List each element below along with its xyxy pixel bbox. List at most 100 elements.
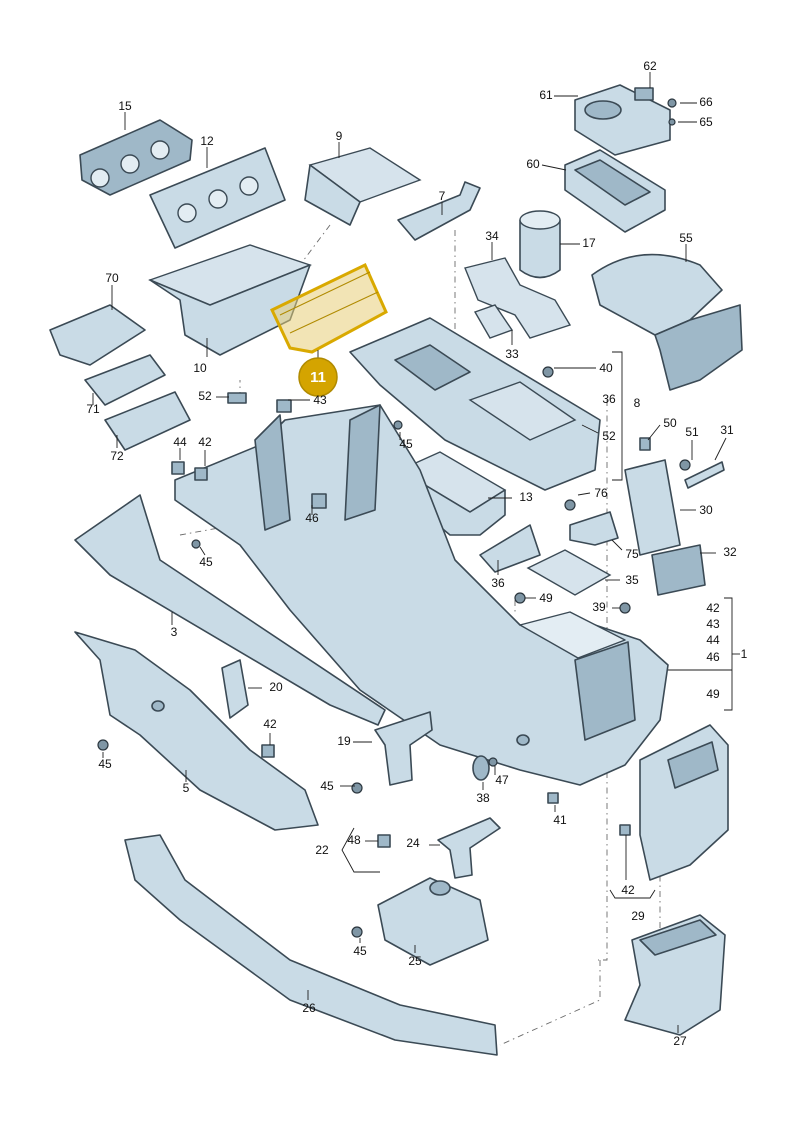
part-29-rear-vent-panel — [639, 724, 729, 881]
callout-11-label: 11 — [310, 369, 326, 386]
part-label-17[interactable]: 17 — [582, 236, 596, 250]
part-label-42[interactable]: 42 — [263, 717, 277, 731]
part-9-insert-mat — [304, 147, 422, 226]
part-15-climate-control — [79, 119, 193, 196]
part-label-45[interactable]: 45 — [320, 779, 334, 793]
part-label-8[interactable]: 8 — [634, 396, 641, 410]
part-label-71[interactable]: 71 — [86, 402, 100, 416]
part-75-bracket — [569, 511, 619, 546]
part-label-20[interactable]: 20 — [269, 680, 283, 694]
part-label-9[interactable]: 9 — [336, 129, 343, 143]
leader-lines — [92, 72, 740, 1033]
part-label-50[interactable]: 50 — [663, 416, 677, 430]
part-label-52[interactable]: 52 — [198, 389, 212, 403]
part-17-cup-insert — [519, 210, 561, 279]
part-label-38[interactable]: 38 — [476, 791, 490, 805]
part-label-30[interactable]: 30 — [699, 503, 713, 517]
part-label-45[interactable]: 45 — [353, 944, 367, 958]
part-55-armrest — [591, 253, 743, 391]
part-label-46[interactable]: 46 — [706, 650, 720, 664]
part-34-mat — [464, 257, 572, 339]
part-label-44[interactable]: 44 — [173, 435, 187, 449]
part-label-39[interactable]: 39 — [592, 600, 606, 614]
part-10-storage-box — [148, 244, 313, 356]
part-label-15[interactable]: 15 — [118, 99, 132, 113]
part-60-storage-tray — [564, 149, 666, 233]
part-label-31[interactable]: 31 — [720, 423, 734, 437]
part-label-27[interactable]: 27 — [673, 1034, 687, 1048]
part-label-25[interactable]: 25 — [408, 954, 422, 968]
part-label-35[interactable]: 35 — [625, 573, 639, 587]
part-label-34[interactable]: 34 — [485, 229, 499, 243]
part-label-66[interactable]: 66 — [699, 95, 713, 109]
callout-11-badge[interactable] — [298, 357, 338, 397]
part-label-70[interactable]: 70 — [105, 271, 119, 285]
part-label-32[interactable]: 32 — [723, 545, 737, 559]
part-label-42[interactable]: 42 — [198, 435, 212, 449]
part-label-5[interactable]: 5 — [183, 781, 190, 795]
part-11-highlighted-mat[interactable] — [270, 262, 388, 354]
part-61-cup-holder — [574, 84, 677, 156]
part-label-60[interactable]: 60 — [526, 157, 540, 171]
part-label-55[interactable]: 55 — [679, 231, 693, 245]
part-19-bracket — [374, 711, 433, 786]
part-20-bracket — [221, 659, 249, 719]
part-label-40[interactable]: 40 — [599, 361, 613, 375]
part-12-trim-panel — [149, 147, 286, 249]
part-label-42[interactable]: 42 — [706, 601, 720, 615]
part-35-mat — [526, 549, 612, 596]
part-label-3[interactable]: 3 — [171, 625, 178, 639]
part-7-handle — [397, 181, 481, 241]
part-label-44[interactable]: 44 — [706, 633, 720, 647]
part-label-75[interactable]: 75 — [625, 547, 639, 561]
part-5-side-panel — [74, 631, 319, 831]
part-label-46[interactable]: 46 — [305, 511, 319, 525]
part-3-side-trim — [74, 494, 386, 726]
part-label-7[interactable]: 7 — [439, 189, 446, 203]
part-label-49[interactable]: 49 — [539, 591, 553, 605]
part-label-62[interactable]: 62 — [643, 59, 657, 73]
part-25-shifter-base — [377, 877, 489, 966]
part-label-36[interactable]: 36 — [602, 392, 616, 406]
part-label-33[interactable]: 33 — [505, 347, 519, 361]
part-label-10[interactable]: 10 — [193, 361, 207, 375]
part-label-42[interactable]: 42 — [621, 883, 635, 897]
part-label-36[interactable]: 36 — [491, 576, 505, 590]
part-label-29[interactable]: 29 — [631, 909, 645, 923]
part-label-13[interactable]: 13 — [519, 490, 533, 504]
part-label-24[interactable]: 24 — [406, 836, 420, 850]
part-24-bracket — [437, 817, 501, 879]
part-32-insert — [651, 544, 706, 596]
part-1-center-console — [174, 404, 669, 786]
part-label-26[interactable]: 26 — [302, 1001, 316, 1015]
part-26-air-duct — [124, 834, 498, 1056]
part-label-41[interactable]: 41 — [553, 813, 567, 827]
part-27-rear-duct — [624, 914, 726, 1036]
part-38-cap — [472, 755, 490, 781]
part-label-76[interactable]: 76 — [594, 486, 608, 500]
part-label-12[interactable]: 12 — [200, 134, 214, 148]
part-label-45[interactable]: 45 — [399, 437, 413, 451]
part-label-72[interactable]: 72 — [110, 449, 124, 463]
fasteners — [97, 366, 725, 938]
part-label-47[interactable]: 47 — [495, 773, 509, 787]
part-label-45[interactable]: 45 — [199, 555, 213, 569]
part-8-upper-trim — [349, 317, 601, 491]
part-label-49[interactable]: 49 — [706, 687, 720, 701]
part-label-19[interactable]: 19 — [337, 734, 351, 748]
part-label-22[interactable]: 22 — [315, 843, 329, 857]
part-label-43[interactable]: 43 — [706, 617, 720, 631]
part-label-65[interactable]: 65 — [699, 115, 713, 129]
part-label-61[interactable]: 61 — [539, 88, 553, 102]
part-label-48[interactable]: 48 — [347, 833, 361, 847]
callout-11[interactable]: 11 — [298, 350, 338, 397]
part-label-43[interactable]: 43 — [313, 393, 327, 407]
part-label-51[interactable]: 51 — [685, 425, 699, 439]
part-label-52[interactable]: 52 — [602, 429, 616, 443]
part-label-1[interactable]: 1 — [741, 647, 748, 661]
part-72-trim — [104, 391, 191, 451]
part-71-bracket — [84, 354, 166, 406]
part-label-45[interactable]: 45 — [98, 757, 112, 771]
